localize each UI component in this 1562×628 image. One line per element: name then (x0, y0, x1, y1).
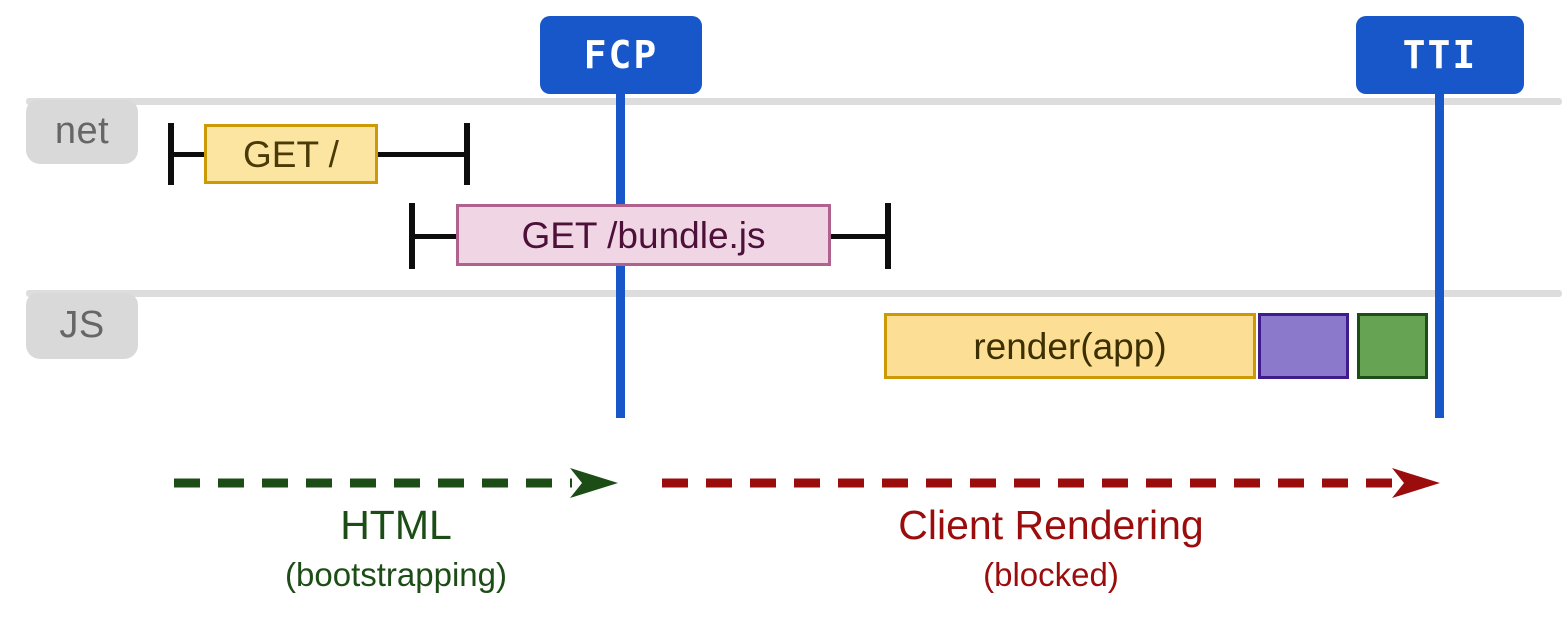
lane-label-net-text: net (54, 110, 110, 152)
whisker-cap-start (409, 203, 415, 269)
whisker-cap-start (168, 123, 174, 185)
lane-label-net: net (26, 100, 138, 164)
phase-html-subtitle: (bootstrapping) (285, 556, 507, 593)
network-span-get-bundle[interactable]: GET /bundle.js (409, 200, 891, 272)
fcp-marker-badge[interactable]: FCP (540, 16, 702, 94)
js-block-render-app[interactable]: render(app) (884, 313, 1256, 379)
dashed-arrow-right-icon (174, 468, 618, 498)
network-bar-get-bundle[interactable]: GET /bundle.js (456, 204, 831, 266)
phase-client-rendering-subtitle: (blocked) (983, 556, 1119, 593)
phase-client-rendering-title: Client Rendering (898, 502, 1204, 548)
lane-label-js: JS (26, 293, 138, 359)
whisker-cap-end (885, 203, 891, 269)
js-lane-rule (26, 290, 1562, 297)
network-bar-get-root[interactable]: GET / (204, 124, 378, 184)
js-block-purple-task[interactable] (1258, 313, 1349, 379)
whisker-cap-end (464, 123, 470, 185)
dashed-arrow-right-icon (662, 468, 1440, 498)
fcp-marker-label: FCP (583, 33, 659, 77)
js-block-render-app-label: render(app) (973, 325, 1167, 367)
network-bar-get-bundle-label: GET /bundle.js (521, 214, 766, 256)
tti-marker-line (1435, 88, 1444, 418)
phase-html-title: HTML (340, 502, 452, 548)
network-bar-get-root-label: GET / (243, 133, 339, 175)
tti-marker-badge[interactable]: TTI (1356, 16, 1524, 94)
network-span-get-root[interactable]: GET / (168, 118, 470, 190)
net-lane-rule (26, 98, 1562, 105)
lane-label-js-text: JS (59, 304, 105, 346)
tti-marker-label: TTI (1402, 33, 1478, 77)
js-block-green-task[interactable] (1357, 313, 1428, 379)
